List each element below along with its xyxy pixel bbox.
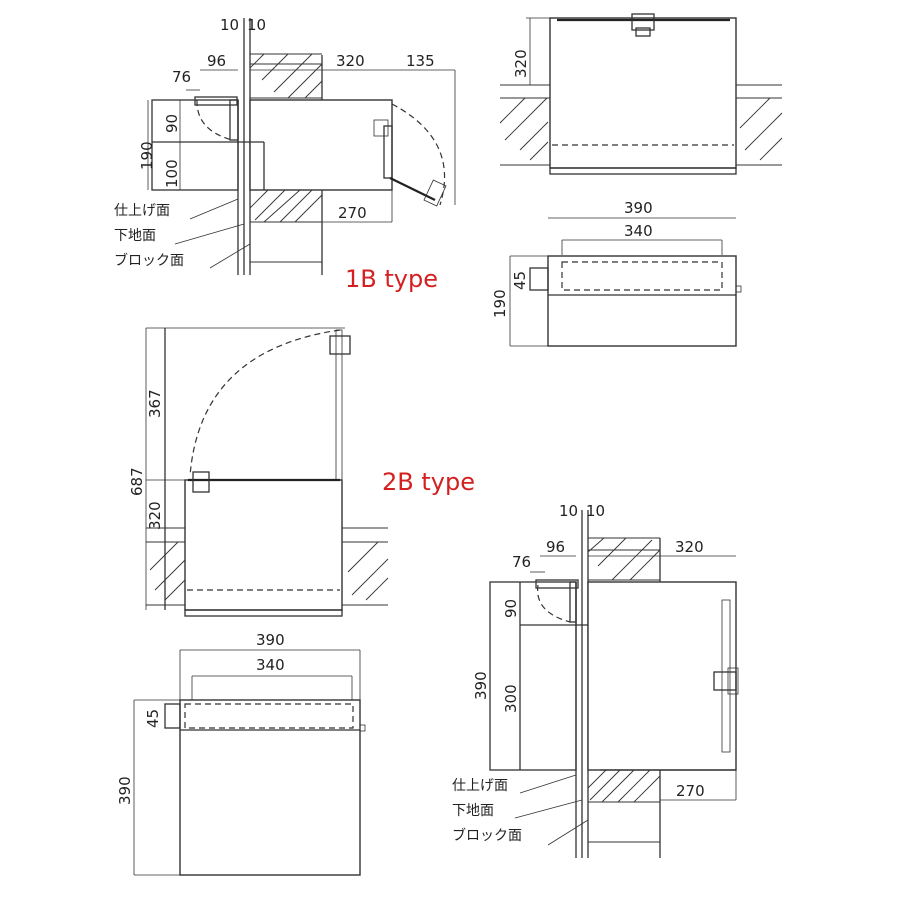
title-1b-type: 1B type bbox=[345, 265, 438, 293]
title-2b-type: 2B type bbox=[382, 468, 475, 496]
dim-100: 100 bbox=[163, 159, 181, 188]
dim-320: 320 bbox=[336, 52, 365, 70]
dim-390-2b: 390 bbox=[472, 671, 490, 700]
dim-96: 96 bbox=[207, 52, 226, 70]
plan-1b: 10 10 96 320 135 76 190 90 100 270 仕上げ面 … bbox=[114, 16, 456, 275]
dim-390-front-2b-width: 390 bbox=[256, 631, 285, 649]
elevation-2b: 367 687 320 bbox=[128, 327, 389, 617]
plan-2b: 10 10 96 320 76 90 390 300 270 仕上げ面 下地面 … bbox=[452, 502, 739, 858]
label-base-surface-2b: 下地面 bbox=[452, 803, 494, 819]
dim-390-front-1b: 390 bbox=[624, 199, 653, 217]
label-block-surface: ブロック面 bbox=[114, 252, 184, 269]
dim-390-front-2b-height: 390 bbox=[116, 776, 134, 805]
dim-340-front-2b: 340 bbox=[256, 656, 285, 674]
dim-90-2b: 90 bbox=[502, 599, 520, 618]
dim-320-elev-1b: 320 bbox=[512, 49, 530, 78]
label-finish-surface: 仕上げ面 bbox=[114, 203, 170, 219]
dim-45-front-1b: 45 bbox=[511, 271, 529, 290]
dim-135: 135 bbox=[406, 52, 435, 70]
dim-76: 76 bbox=[172, 68, 191, 86]
dim-270-2b: 270 bbox=[676, 782, 705, 800]
dim-300-2b: 300 bbox=[502, 684, 520, 713]
label-base-surface: 下地面 bbox=[114, 228, 156, 244]
dim-10-left: 10 bbox=[220, 16, 239, 34]
front-1b: 390 340 45 190 bbox=[491, 199, 742, 347]
dim-10-left-2b: 10 bbox=[559, 502, 578, 520]
dim-10-right-2b: 10 bbox=[586, 502, 605, 520]
dim-190-front-1b: 190 bbox=[491, 289, 509, 318]
dim-90: 90 bbox=[163, 114, 181, 133]
dim-96-2b: 96 bbox=[546, 538, 565, 556]
label-finish-surface-2b: 仕上げ面 bbox=[452, 778, 508, 794]
elevation-1b: 320 bbox=[499, 13, 783, 175]
dim-320-2b: 320 bbox=[675, 538, 704, 556]
dim-45-front-2b: 45 bbox=[144, 709, 162, 728]
label-block-surface-2b: ブロック面 bbox=[452, 827, 522, 844]
dim-190: 190 bbox=[138, 141, 156, 170]
dim-367: 367 bbox=[146, 389, 164, 418]
dim-687: 687 bbox=[128, 467, 146, 496]
front-2b: 390 340 45 390 bbox=[116, 631, 366, 876]
dim-270: 270 bbox=[338, 204, 367, 222]
dim-340-front-1b: 340 bbox=[624, 222, 653, 240]
dim-320-elev-2b: 320 bbox=[146, 501, 164, 530]
dim-76-2b: 76 bbox=[512, 553, 531, 571]
dim-10-right: 10 bbox=[247, 16, 266, 34]
